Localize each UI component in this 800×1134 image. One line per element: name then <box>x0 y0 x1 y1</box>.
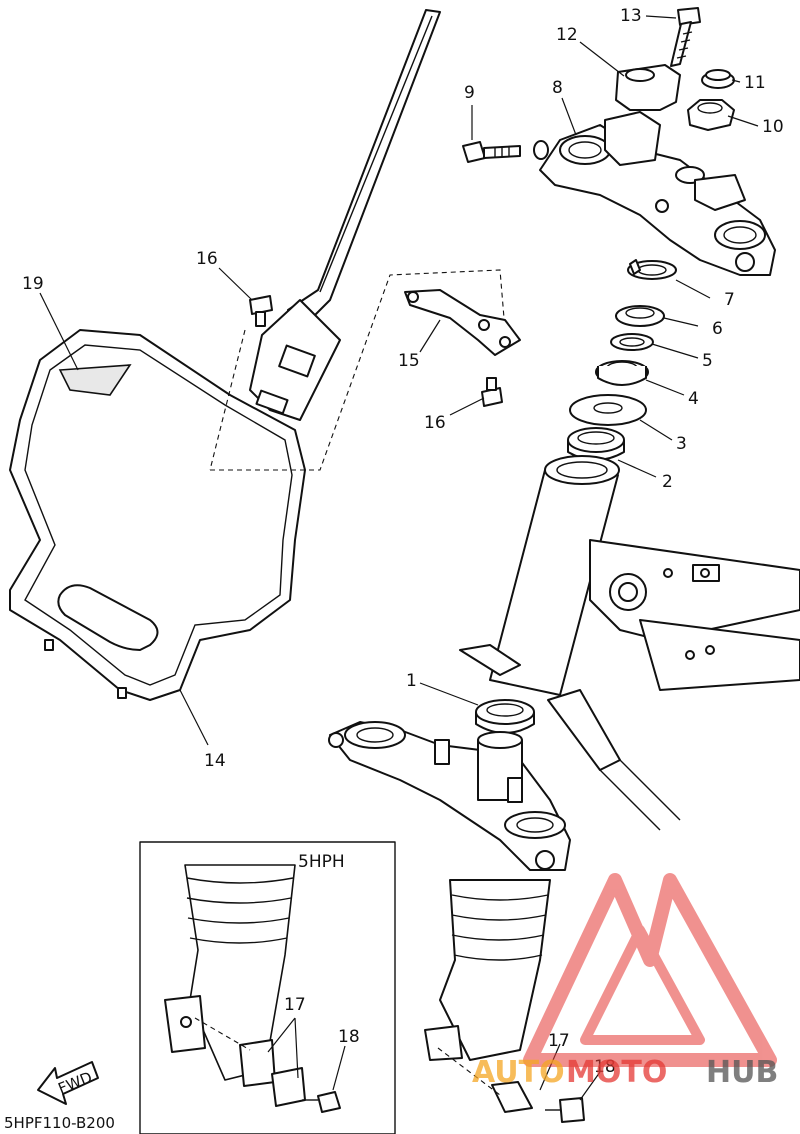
callout-5: 5 <box>702 351 713 371</box>
diagram-code: 5HPF110-B200 <box>4 1114 115 1132</box>
bolt-16-upper <box>249 295 273 327</box>
cover-3 <box>569 394 647 426</box>
ring-nut-4 <box>595 360 649 386</box>
washer-7 <box>627 259 677 280</box>
callout-18-inset: 18 <box>338 1027 360 1047</box>
callout-14: 14 <box>204 751 226 771</box>
leader-lines <box>39 15 759 1101</box>
callout-numbers: 1 2 3 4 5 6 7 8 9 10 11 12 13 14 15 16 1… <box>22 6 784 1077</box>
callout-16-lower: 16 <box>424 413 446 433</box>
callout-11: 11 <box>744 73 766 93</box>
fork-boot-right <box>424 879 585 1123</box>
callout-10: 10 <box>762 117 784 137</box>
callout-17-main: 17 <box>548 1031 570 1051</box>
lower-bracket <box>328 721 571 871</box>
callout-19: 19 <box>22 274 44 294</box>
watermark-logo <box>523 873 777 1067</box>
fwd-label: FWD <box>56 1068 95 1098</box>
watermark-part3: HUB <box>706 1055 778 1090</box>
bolt-16-lower <box>481 377 503 407</box>
upper-bracket-8 <box>539 111 776 276</box>
callout-8: 8 <box>552 78 563 98</box>
frame <box>459 455 800 831</box>
callout-4: 4 <box>688 389 699 409</box>
ring-nut-6 <box>615 305 665 327</box>
inset-5hph <box>139 841 396 1134</box>
callout-3: 3 <box>676 434 687 454</box>
callout-16-upper: 16 <box>196 249 218 269</box>
number-plate <box>9 9 506 701</box>
callout-2: 2 <box>662 472 673 492</box>
callout-15: 15 <box>398 351 420 371</box>
bracket-15 <box>404 289 521 356</box>
handlebar-holder-12 <box>615 64 681 111</box>
washer-5 <box>610 333 654 351</box>
nut-10 <box>687 99 735 131</box>
inset-label: 5HPH <box>298 852 345 872</box>
fwd-arrow-icon: FWD <box>37 1061 99 1105</box>
watermark-text: AUTO MOTO HUB <box>472 1055 778 1090</box>
callout-12: 12 <box>556 25 578 45</box>
callout-1: 1 <box>406 671 417 691</box>
cap-11 <box>701 69 735 89</box>
bolt-9 <box>462 140 549 163</box>
callout-7: 7 <box>724 290 735 310</box>
callout-13: 13 <box>620 6 642 26</box>
watermark-part1: AUTO <box>472 1055 565 1090</box>
watermark-part2: MOTO <box>566 1055 667 1090</box>
bolt-13 <box>670 7 701 67</box>
callout-9: 9 <box>464 83 475 103</box>
bearing-1 <box>475 699 535 734</box>
callout-17-inset: 17 <box>284 995 306 1015</box>
callout-6: 6 <box>712 319 723 339</box>
